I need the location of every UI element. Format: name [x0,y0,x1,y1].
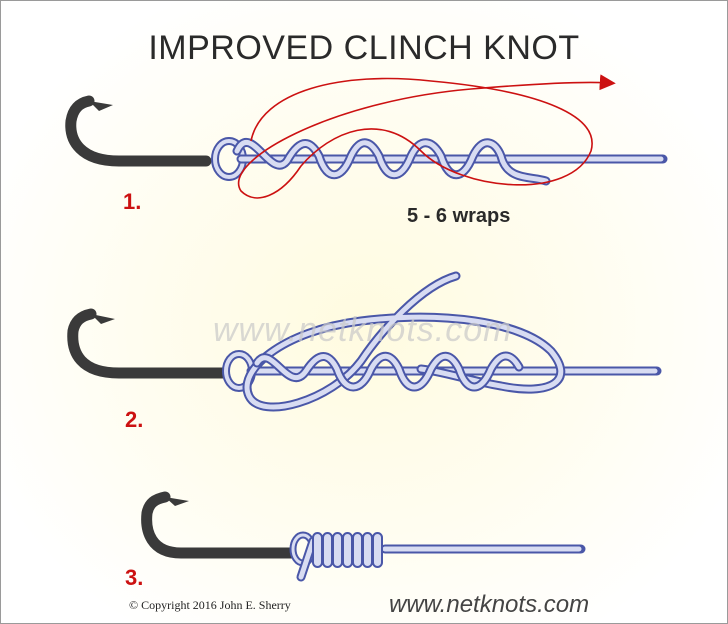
step-3-illustration [141,491,586,582]
knot-line-icon [232,138,551,186]
step-1-illustration [65,74,668,199]
step-2-illustration [67,271,662,412]
watermark-text: www.netknots.com [213,311,513,349]
step-3-number: 3. [125,565,144,590]
fishing-hook-icon [141,491,297,559]
step-1-number: 1. [123,189,142,214]
step-2-number: 2. [125,407,144,432]
diagram-title: IMPROVED CLINCH KNOT [148,29,580,67]
direction-arrow-icon [238,74,616,199]
site-link: www.netknots.com [389,591,590,618]
knot-line-icon [242,271,566,412]
fishing-hook-icon [65,95,212,167]
wraps-annotation: 5 - 6 wraps [407,205,511,227]
fishing-hook-icon [67,308,229,379]
copyright-notice: © Copyright 2016 John E. Sherry [129,598,291,612]
knot-line-icon [296,532,383,582]
